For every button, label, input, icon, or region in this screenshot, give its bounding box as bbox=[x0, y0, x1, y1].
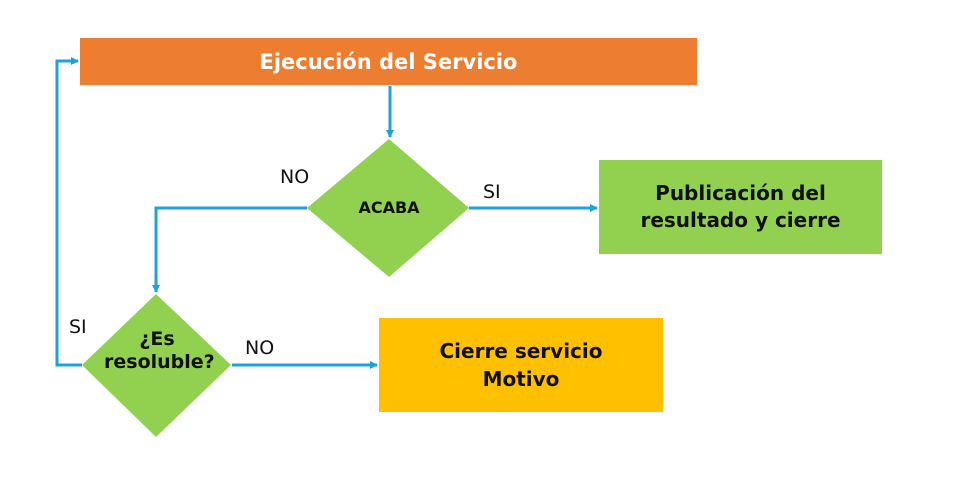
closure-label-line1: Cierre servicio bbox=[439, 339, 603, 363]
publication-box: Publicación del resultado y cierre bbox=[599, 160, 882, 254]
resoluble-label: ¿Es resoluble? bbox=[104, 328, 215, 373]
execution-label: Ejecución del Servicio bbox=[259, 49, 518, 74]
edge-label-resoluble-si: SI bbox=[69, 316, 87, 338]
edge-label-resoluble-no: NO bbox=[245, 337, 275, 359]
resoluble-decision-diamond bbox=[82, 294, 231, 437]
execution-box: Ejecución del Servicio bbox=[80, 38, 697, 85]
closure-box: Cierre servicio Motivo bbox=[379, 318, 663, 412]
closure-label-line2: Motivo bbox=[482, 367, 560, 391]
edge-label-acaba-no: NO bbox=[280, 166, 310, 188]
arrow-resoluble-si bbox=[55, 57, 82, 367]
arrow-acaba-no bbox=[152, 206, 307, 293]
acaba-label: ACABA bbox=[358, 198, 420, 217]
edge-label-acaba-si: SI bbox=[483, 181, 501, 203]
acaba-decision-diamond bbox=[307, 139, 469, 277]
publication-label: Publicación del resultado y cierre bbox=[640, 181, 841, 232]
